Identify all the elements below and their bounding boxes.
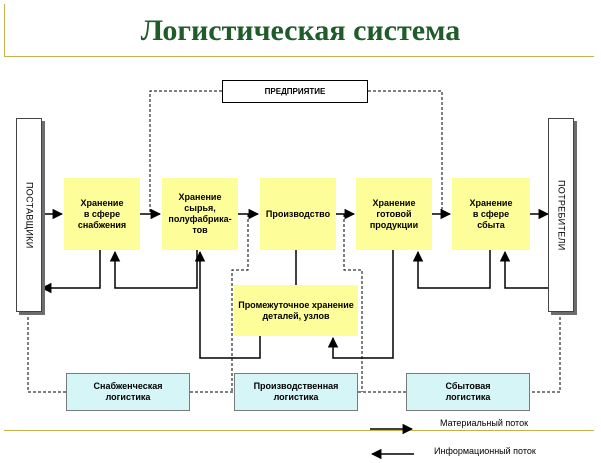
intermediate-label: Промежуточное хранение деталей, узлов [238, 299, 354, 321]
info-flow-arrow [109, 250, 198, 289]
supply-logistics: Снабженческая логистика [66, 373, 190, 411]
stage-label: Хранение в сфере сбыта [469, 197, 513, 230]
enterprise-box: ПРЕДПРИЯТИЕ [222, 80, 368, 103]
stage-label: Хранение в сфере снабжения [77, 197, 127, 230]
title-underline [4, 56, 594, 57]
enterprise-link [149, 90, 222, 214]
sales-logistics: Сбытовая логистика [406, 373, 530, 411]
consumers-panel: ПОТРЕБИТЕЛИ [548, 118, 574, 312]
legend-material-label: Материальный поток [440, 418, 529, 428]
stage-production: Производство [260, 178, 336, 250]
info-flow-arrow [40, 250, 101, 294]
info-flow-arrow [327, 250, 394, 359]
stage-label: Производство [265, 208, 331, 219]
supply-logistics-link [27, 312, 66, 393]
logistics-label: Производственная логистика [253, 381, 339, 402]
info-flow-arrow [499, 250, 548, 289]
stage-finished-goods-storage: Хранение готовой продукции [356, 178, 432, 250]
info-flow-arrow [412, 250, 491, 289]
intermediate-storage: Промежуточное хранение деталей, узлов [234, 285, 358, 336]
page-title: Логистическая система [140, 14, 461, 47]
production-logistics-link [231, 214, 249, 392]
info-flow-arrow [194, 250, 261, 359]
suppliers-label: ПОСТАВЩИКИ [24, 181, 35, 249]
title-left-rule [4, 4, 5, 56]
stage-label: Хранение сырья, полуфабрика- тов [168, 192, 232, 235]
production-logistics-link [343, 214, 363, 392]
enterprise-link [368, 90, 443, 214]
legend-info-label: Информационный поток [434, 446, 536, 456]
suppliers-panel: ПОСТАВЩИКИ [16, 118, 42, 312]
stage-sales-storage: Хранение в сфере сбыта [452, 178, 530, 250]
sales-logistics-link [530, 312, 561, 393]
logistics-label: Сбытовая логистика [445, 381, 491, 402]
stage-supply-storage: Хранение в сфере снабжения [64, 178, 140, 250]
stage-raw-materials-storage: Хранение сырья, полуфабрика- тов [162, 178, 238, 250]
stage-label: Хранение готовой продукции [369, 197, 419, 230]
logistics-label: Снабженческая логистика [93, 381, 163, 402]
production-logistics: Производственная логистика [234, 373, 358, 411]
consumers-label: ПОТРЕБИТЕЛИ [556, 179, 567, 251]
enterprise-label: ПРЕДПРИЯТИЕ [264, 87, 326, 96]
bottom-rule [4, 430, 594, 431]
